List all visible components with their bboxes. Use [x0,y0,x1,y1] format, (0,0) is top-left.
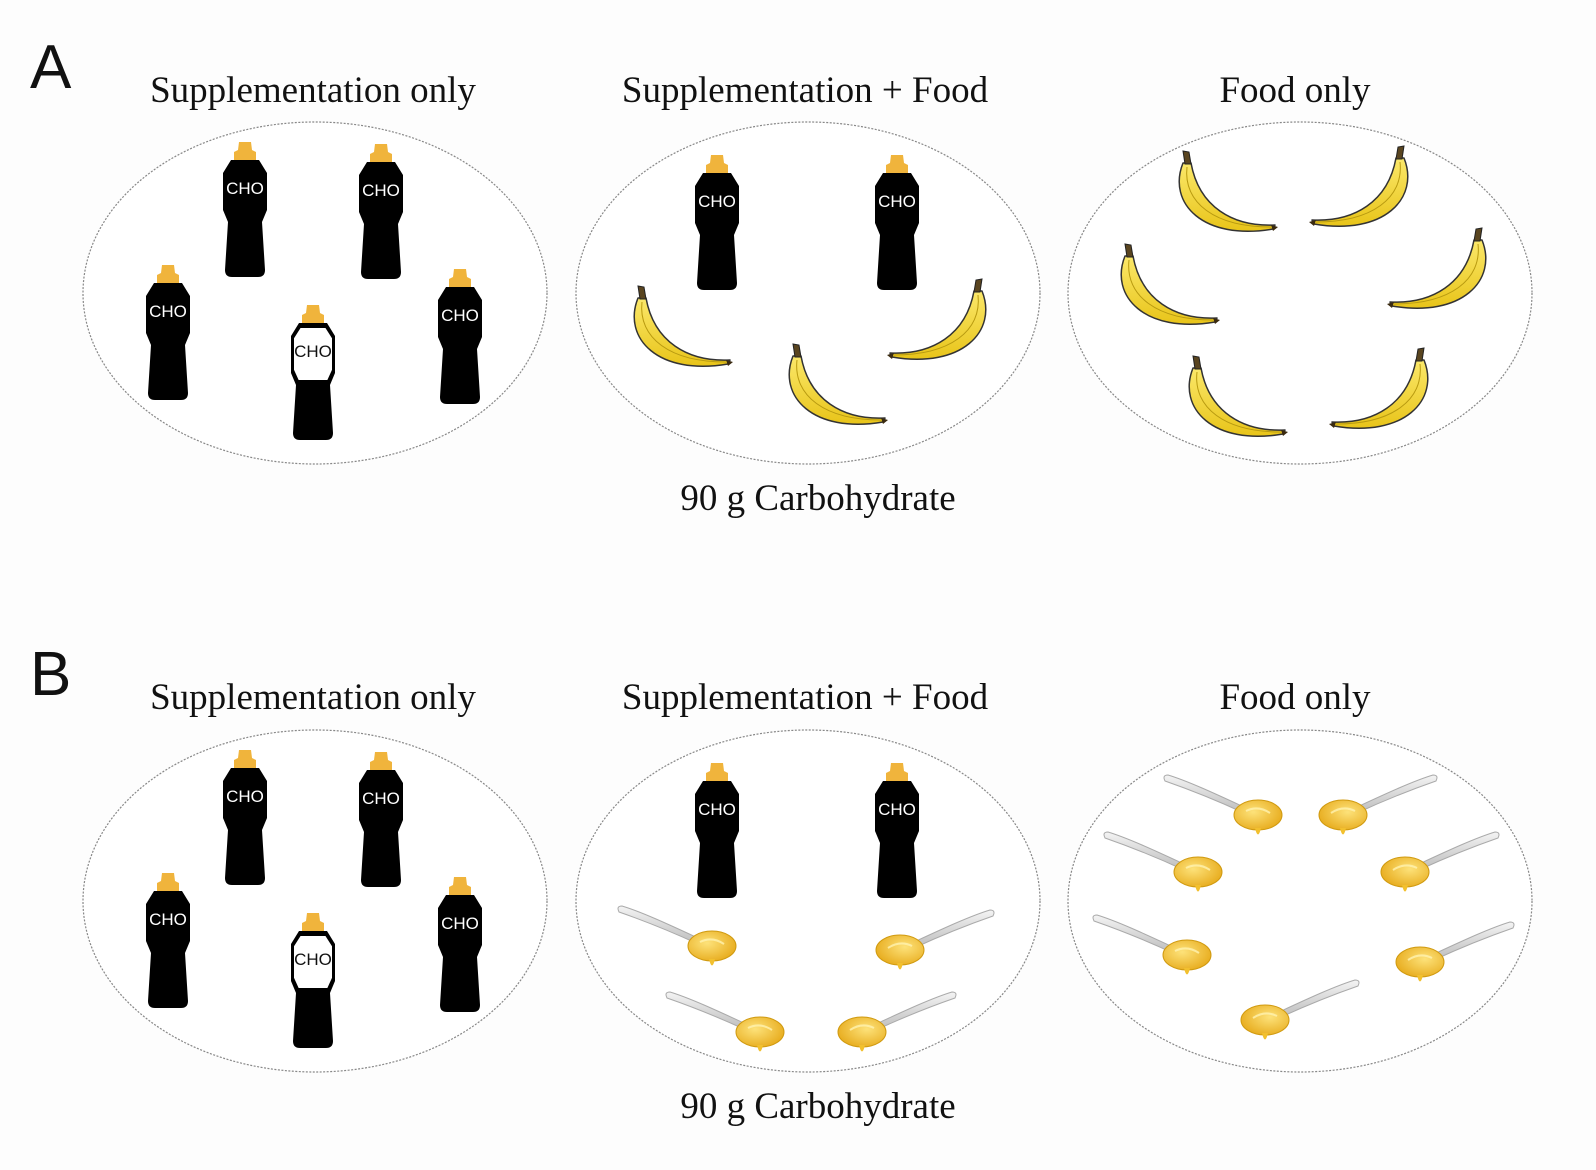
bottle-label: CHO [362,789,400,808]
group-ellipse-supplementation-food [575,729,1041,1073]
group-ellipse-supplementation-only [82,729,548,1073]
cho-bottle-icon: CHO [291,305,335,440]
banana-icon [633,285,733,367]
bottle-label: CHO [226,179,264,198]
group-ellipse-supplementation-only [82,121,548,465]
cho-bottle-icon: CHO [359,752,403,887]
bottle-body [695,173,739,290]
bottle-label: CHO [441,306,479,325]
bottle-body [146,891,190,1008]
bottle-cap [706,155,728,175]
banana-icon [1309,145,1409,227]
bottle-body [223,768,267,885]
bottle-label: CHO [441,914,479,933]
bottle-cap [370,752,392,772]
bottle-label-white [292,934,334,990]
banana-icon [1120,243,1220,325]
bottle-body [359,162,403,279]
bottle-cap [157,873,179,893]
bottle-body [438,895,482,1012]
bottle-label-white [292,326,334,382]
group-title-supplementation-food: Supplementation + Food [622,677,989,718]
carbohydrate-amount-label: 90 g Carbohydrate [680,478,955,519]
bottle-label: CHO [294,950,332,969]
cho-bottle-icon: CHO [438,269,482,404]
bottle-label: CHO [149,302,187,321]
cho-bottle-icon: CHO [146,873,190,1008]
bottle-cap [302,305,324,325]
bottle-body [875,173,919,290]
cho-bottle-icon: CHO [695,155,739,290]
group-title-supplementation-only: Supplementation only [150,70,476,111]
group-ellipse-food-only [1067,729,1533,1073]
honey-spoon-icon [1163,774,1283,835]
cho-bottle-icon: CHO [223,750,267,885]
bottle-cap [234,142,256,162]
cho-bottle-icon: CHO [438,877,482,1012]
honey-spoon-icon [665,991,785,1052]
group-title-supplementation-only: Supplementation only [150,677,476,718]
honey-spoon-icon [1103,831,1223,892]
honey-spoon-icon [837,991,957,1052]
honey-spoon-icon [1092,914,1212,975]
bottle-label: CHO [362,181,400,200]
cho-bottle-icon: CHO [359,144,403,279]
panel-letter-b: B [30,640,71,709]
bottle-label: CHO [226,787,264,806]
bottle-cap [449,877,471,897]
banana-icon [1188,355,1288,437]
bottle-body [223,160,267,277]
honey-spoon-icon [617,905,737,966]
group-ellipse-supplementation-food [575,121,1041,465]
honey-spoon-icon [1395,921,1515,982]
cho-bottle-icon: CHO [875,763,919,898]
banana-icon [1178,150,1278,232]
panel-a: A Supplementation only Supplementation +… [30,33,1533,519]
honey-spoon-icon [1240,979,1360,1040]
bottle-cap [886,763,908,783]
bottle-cap [886,155,908,175]
banana-icon [788,343,888,425]
banana-icon [1387,227,1487,309]
cho-bottle-icon: CHO [146,265,190,400]
bottle-body [695,781,739,898]
group-title-food-only: Food only [1219,70,1371,111]
bottle-cap [157,265,179,285]
bottle-label: CHO [294,342,332,361]
panel-b: B Supplementation only Supplementation +… [30,640,1533,1127]
bottle-cap [449,269,471,289]
bottle-body [875,781,919,898]
honey-spoon-icon [875,909,995,970]
bottle-body [146,283,190,400]
bottle-label: CHO [878,800,916,819]
group-title-supplementation-food: Supplementation + Food [622,70,989,111]
bottle-cap [234,750,256,770]
cho-bottle-icon: CHO [695,763,739,898]
honey-spoon-icon [1380,831,1500,892]
bottle-body [438,287,482,404]
cho-bottle-icon: CHO [875,155,919,290]
cho-bottle-icon: CHO [291,913,335,1048]
cho-bottle-icon: CHO [223,142,267,277]
honey-spoon-icon [1318,774,1438,835]
bottle-label: CHO [149,910,187,929]
banana-icon [887,278,987,360]
carbohydrate-amount-label: 90 g Carbohydrate [680,1086,955,1127]
panel-letter-a: A [30,33,72,102]
group-title-food-only: Food only [1219,677,1371,718]
bottle-cap [370,144,392,164]
bottle-body [359,770,403,887]
bottle-label: CHO [698,192,736,211]
bottle-cap [706,763,728,783]
bottle-label: CHO [698,800,736,819]
bottle-cap [302,913,324,933]
banana-icon [1329,347,1429,429]
bottle-label: CHO [878,192,916,211]
